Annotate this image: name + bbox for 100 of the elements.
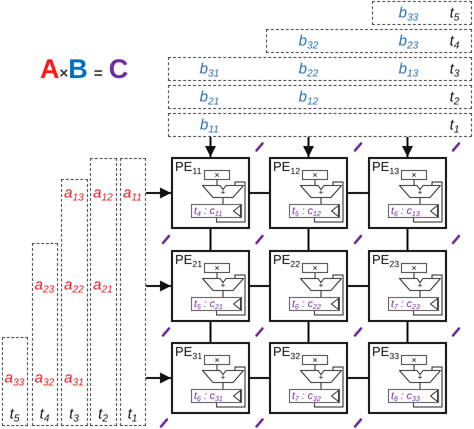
time-step-label: t$_{3}$ [450,61,460,76]
adder-symbol [399,370,441,383]
accumulator-register [289,204,340,218]
connector-line [348,192,368,194]
pe-label: PE$_{31}$ [175,345,202,358]
matrix-element-label: b$_{22}$ [298,61,318,76]
connector-line [308,229,310,250]
connector-line [250,377,269,379]
data-column [61,179,88,426]
wire [314,274,344,316]
arrow [205,137,216,157]
register-value: t$_{8}$ : c$_{33}$ [391,390,420,402]
connector-line [348,285,368,287]
time-step-label: t$_{5}$ [10,406,20,421]
wire [413,182,442,222]
matrix-element-label: a$_{31}$ [64,370,84,385]
wire [222,290,224,298]
register-value: t$_{7}$ : c$_{23}$ [391,298,420,310]
multiplier-block: × [302,170,328,180]
processing-element [269,157,348,229]
accumulator-register [191,389,242,403]
wire [314,272,316,278]
wire [413,366,442,408]
accumulator-register [289,389,340,403]
processing-element [269,250,348,322]
data-column [32,243,58,426]
wire [216,182,246,222]
matrix-element-label: a$_{11}$ [123,185,142,200]
plus-sign: + [220,189,226,197]
data-band [266,29,472,53]
pe-label: PE$_{12}$ [273,160,300,173]
matrix-element-label: b$_{31}$ [200,61,220,76]
arrow [146,280,171,292]
matrix-element-label: b$_{21}$ [200,89,220,104]
matrix-element-label: b$_{32}$ [298,33,318,48]
processing-element [368,250,447,322]
accumulator-register [289,297,340,311]
wire [320,290,322,298]
multiplier-block: × [401,263,427,273]
time-step-label: t$_{4}$ [450,33,460,48]
plus-sign: + [418,189,422,197]
processing-element [368,157,447,229]
data-column [90,158,117,426]
accumulator-register [388,297,439,311]
matrix-element-label: a$_{21}$ [93,277,113,292]
time-step-label: t$_{1}$ [450,117,460,132]
connector-line [308,322,310,342]
multiplier-block: × [401,355,427,365]
data-band [168,57,472,81]
adder-symbol [399,185,441,198]
plus-sign: + [418,374,422,382]
adder-symbol [202,370,244,383]
pe-label: PE$_{23}$ [372,253,400,266]
equation-title: A×B = C [40,56,128,83]
time-step-label: t$_{4}$ [40,406,50,421]
matrix-element-label: b$_{23}$ [398,33,418,48]
arrow [402,137,413,157]
multiplier-block: × [204,170,230,180]
multiplier-block: × [204,355,230,365]
wire [314,366,344,408]
pe-label: PE$_{32}$ [273,345,300,358]
wire [314,182,344,222]
processing-element [171,342,250,414]
plus-sign: + [220,282,226,290]
matrix-element-label: a$_{13}$ [64,185,84,200]
wire [216,364,218,370]
time-step-label: t$_{3}$ [69,406,79,421]
multiplier-block: × [302,263,328,273]
connector-line [406,229,408,250]
pe-label: PE$_{21}$ [175,253,202,266]
wire [320,382,322,390]
adder-symbol [300,278,342,291]
pe-label: PE$_{13}$ [372,160,400,173]
time-step-label: t$_{2}$ [98,406,108,421]
register-value: t$_{6}$ : c$_{22}$ [292,298,321,310]
adder-symbol [202,278,244,291]
plus-sign: + [318,374,324,382]
wire [413,274,442,316]
pe-label: PE$_{33}$ [372,345,400,358]
matrix-element-label: b$_{33}$ [398,5,418,20]
data-column [120,158,146,426]
accumulator-register [388,204,439,218]
register-value: t$_{7}$ : c$_{32}$ [292,390,321,402]
matrix-element-label: b$_{12}$ [298,89,318,104]
pe-label: PE$_{22}$ [273,253,300,266]
processing-element [171,157,250,229]
plus-sign: + [418,282,422,290]
wire [222,382,224,390]
matrix-element-label: a$_{32}$ [34,370,54,385]
connector-line [348,377,368,379]
time-step-label: t$_{1}$ [128,406,138,421]
processing-element [368,342,447,414]
connector-line [250,285,269,287]
processing-element [171,250,250,322]
matrix-element-label: b$_{11}$ [200,117,219,132]
arrow [146,372,171,384]
multiplier-block: × [204,263,230,273]
wire [314,364,316,370]
data-band [168,85,472,109]
matrix-element-label: b$_{13}$ [398,61,418,76]
